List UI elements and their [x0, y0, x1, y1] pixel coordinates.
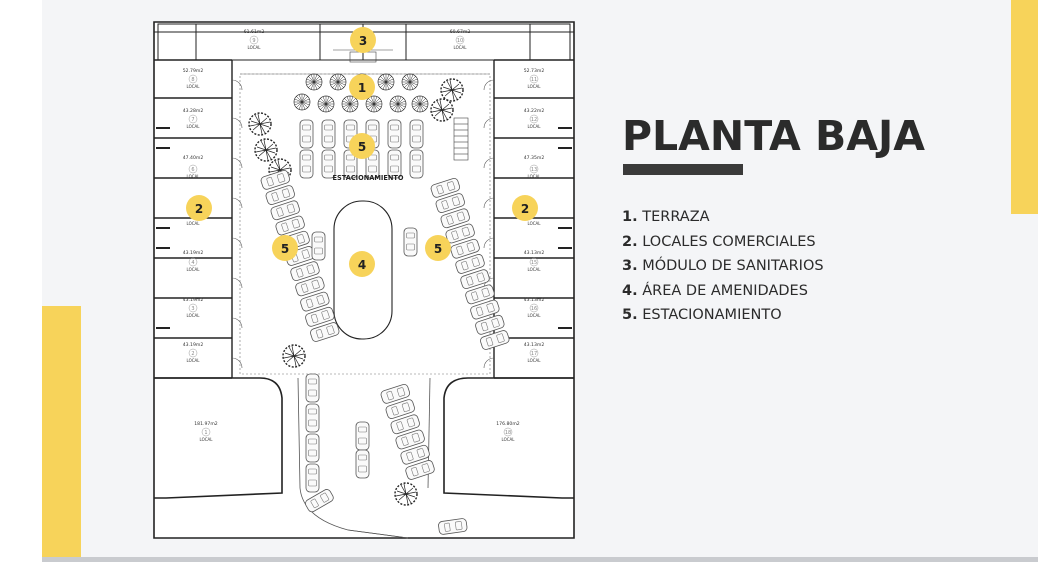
parking-label: ESTACIONAMIENTO [332, 174, 403, 182]
unit-4-local: LOCAL [187, 267, 201, 272]
unit-15-number: 15 [531, 260, 537, 266]
unit-12-local: LOCAL [528, 124, 542, 129]
unit-7-number: 7 [191, 117, 194, 123]
unit-17-number: 17 [531, 351, 537, 357]
unit-4-number: 4 [191, 260, 194, 266]
legend-number: 5. [622, 307, 638, 323]
unit-9-number: 9 [252, 38, 255, 44]
unit-11-local: LOCAL [528, 84, 542, 89]
unit-8-local: LOCAL [187, 84, 201, 89]
legend-number: 4. [622, 282, 638, 299]
svg-text:5: 5 [358, 140, 366, 154]
legend-item-sanitarios: 3. MÓDULO DE SANITARIOS [622, 254, 824, 279]
unit-10-area: 60.67m2 [450, 29, 471, 35]
unit-16-local: LOCAL [528, 313, 542, 318]
page-title: PLANTA BAJA [622, 112, 925, 160]
svg-text:3: 3 [359, 34, 367, 48]
legend-item-estacionamiento: 5. ESTACIONAMIENTO [622, 303, 824, 328]
accent-bar-left [42, 306, 81, 557]
unit-10-local: LOCAL [454, 45, 468, 50]
unit-2-number: 2 [191, 351, 194, 357]
unit-9-local: LOCAL [248, 45, 262, 50]
svg-text:2: 2 [195, 202, 203, 216]
unit-16-area: 43.13m2 [524, 297, 545, 303]
unit-10-number: 10 [457, 38, 463, 44]
unit-15-area: 43.13m2 [524, 250, 545, 256]
unit-13-local: LOCAL [528, 174, 542, 179]
title-underline [623, 164, 743, 175]
legend-number: 2. [622, 233, 638, 250]
unit-12-number: 12 [531, 117, 537, 123]
unit-8-area: 52.79m2 [183, 68, 204, 74]
unit-15-local: LOCAL [528, 267, 542, 272]
slide-bottom-shadow [42, 557, 1038, 562]
unit-3-local: LOCAL [187, 313, 201, 318]
marker-locales-right: 2 [512, 195, 538, 221]
unit-17-local: LOCAL [528, 358, 542, 363]
unit-5-local: LOCAL [187, 221, 201, 226]
unit-6-number: 6 [191, 167, 194, 173]
unit-11-area: 52.73m2 [524, 68, 545, 74]
unit-18-local: LOCAL [502, 437, 516, 442]
unit-12-area: 43.22m2 [524, 108, 545, 114]
unit-16-number: 16 [531, 306, 537, 312]
svg-text:5: 5 [434, 242, 442, 256]
legend-number: 1. [622, 209, 638, 225]
marker-terraza: 1 [349, 74, 375, 100]
legend-label: ESTACIONAMIENTO [642, 307, 782, 323]
unit-8-number: 8 [191, 77, 194, 83]
unit-3-area: 43.19m2 [183, 297, 204, 303]
marker-parking-left: 5 [272, 235, 298, 261]
legend-item-terraza: 1. TERRAZA [622, 205, 824, 230]
unit-2-local: LOCAL [187, 358, 201, 363]
floor-plan: 61.61m2 9 LOCAL 60.67m2 10 LOCAL 52.79m2… [148, 18, 580, 544]
floor-plan-drawing: 61.61m2 9 LOCAL 60.67m2 10 LOCAL 52.79m2… [153, 21, 575, 539]
unit-18-number: 18 [505, 430, 511, 436]
unit-1-area: 181.97m2 [194, 421, 218, 427]
legend-list: 1. TERRAZA 2. LOCALES COMERCIALES 3. MÓD… [622, 205, 824, 328]
legend-label: MÓDULO DE SANITARIOS [642, 258, 824, 274]
legend-number: 3. [622, 258, 638, 274]
unit-14-local: LOCAL [528, 221, 542, 226]
unit-7-local: LOCAL [187, 124, 201, 129]
svg-text:4: 4 [358, 258, 366, 272]
marker-sanitarios: 3 [350, 27, 376, 53]
accent-bar-right [1011, 0, 1038, 214]
unit-18-area: 176.80m2 [496, 421, 520, 427]
unit-1-number: 1 [204, 430, 207, 436]
unit-6-area: 47.40m2 [183, 155, 204, 161]
svg-text:1: 1 [358, 81, 366, 95]
unit-11-number: 11 [531, 77, 537, 83]
legend-label: ÁREA DE AMENIDADES [642, 282, 808, 299]
marker-amenidades: 4 [349, 251, 375, 277]
marker-locales-left: 2 [186, 195, 212, 221]
svg-text:2: 2 [521, 202, 529, 216]
legend-label: TERRAZA [642, 209, 710, 225]
unit-4-area: 43.19m2 [183, 250, 204, 256]
marker-parking-right: 5 [425, 235, 451, 261]
svg-text:5: 5 [281, 242, 289, 256]
unit-2-area: 43.19m2 [183, 342, 204, 348]
legend-item-locales: 2. LOCALES COMERCIALES [622, 230, 824, 255]
legend-item-amenidades: 4. ÁREA DE AMENIDADES [622, 279, 824, 304]
unit-3-number: 3 [191, 306, 194, 312]
legend-label: LOCALES COMERCIALES [642, 233, 816, 250]
unit-9-area: 61.61m2 [244, 29, 265, 35]
unit-6-local: LOCAL [187, 174, 201, 179]
unit-1-local: LOCAL [200, 437, 214, 442]
unit-7-area: 43.28m2 [183, 108, 204, 114]
unit-17-area: 43.13m2 [524, 342, 545, 348]
unit-13-number: 13 [531, 167, 537, 173]
unit-13-area: 47.35m2 [524, 155, 545, 161]
marker-parking-top: 5 [349, 133, 375, 159]
